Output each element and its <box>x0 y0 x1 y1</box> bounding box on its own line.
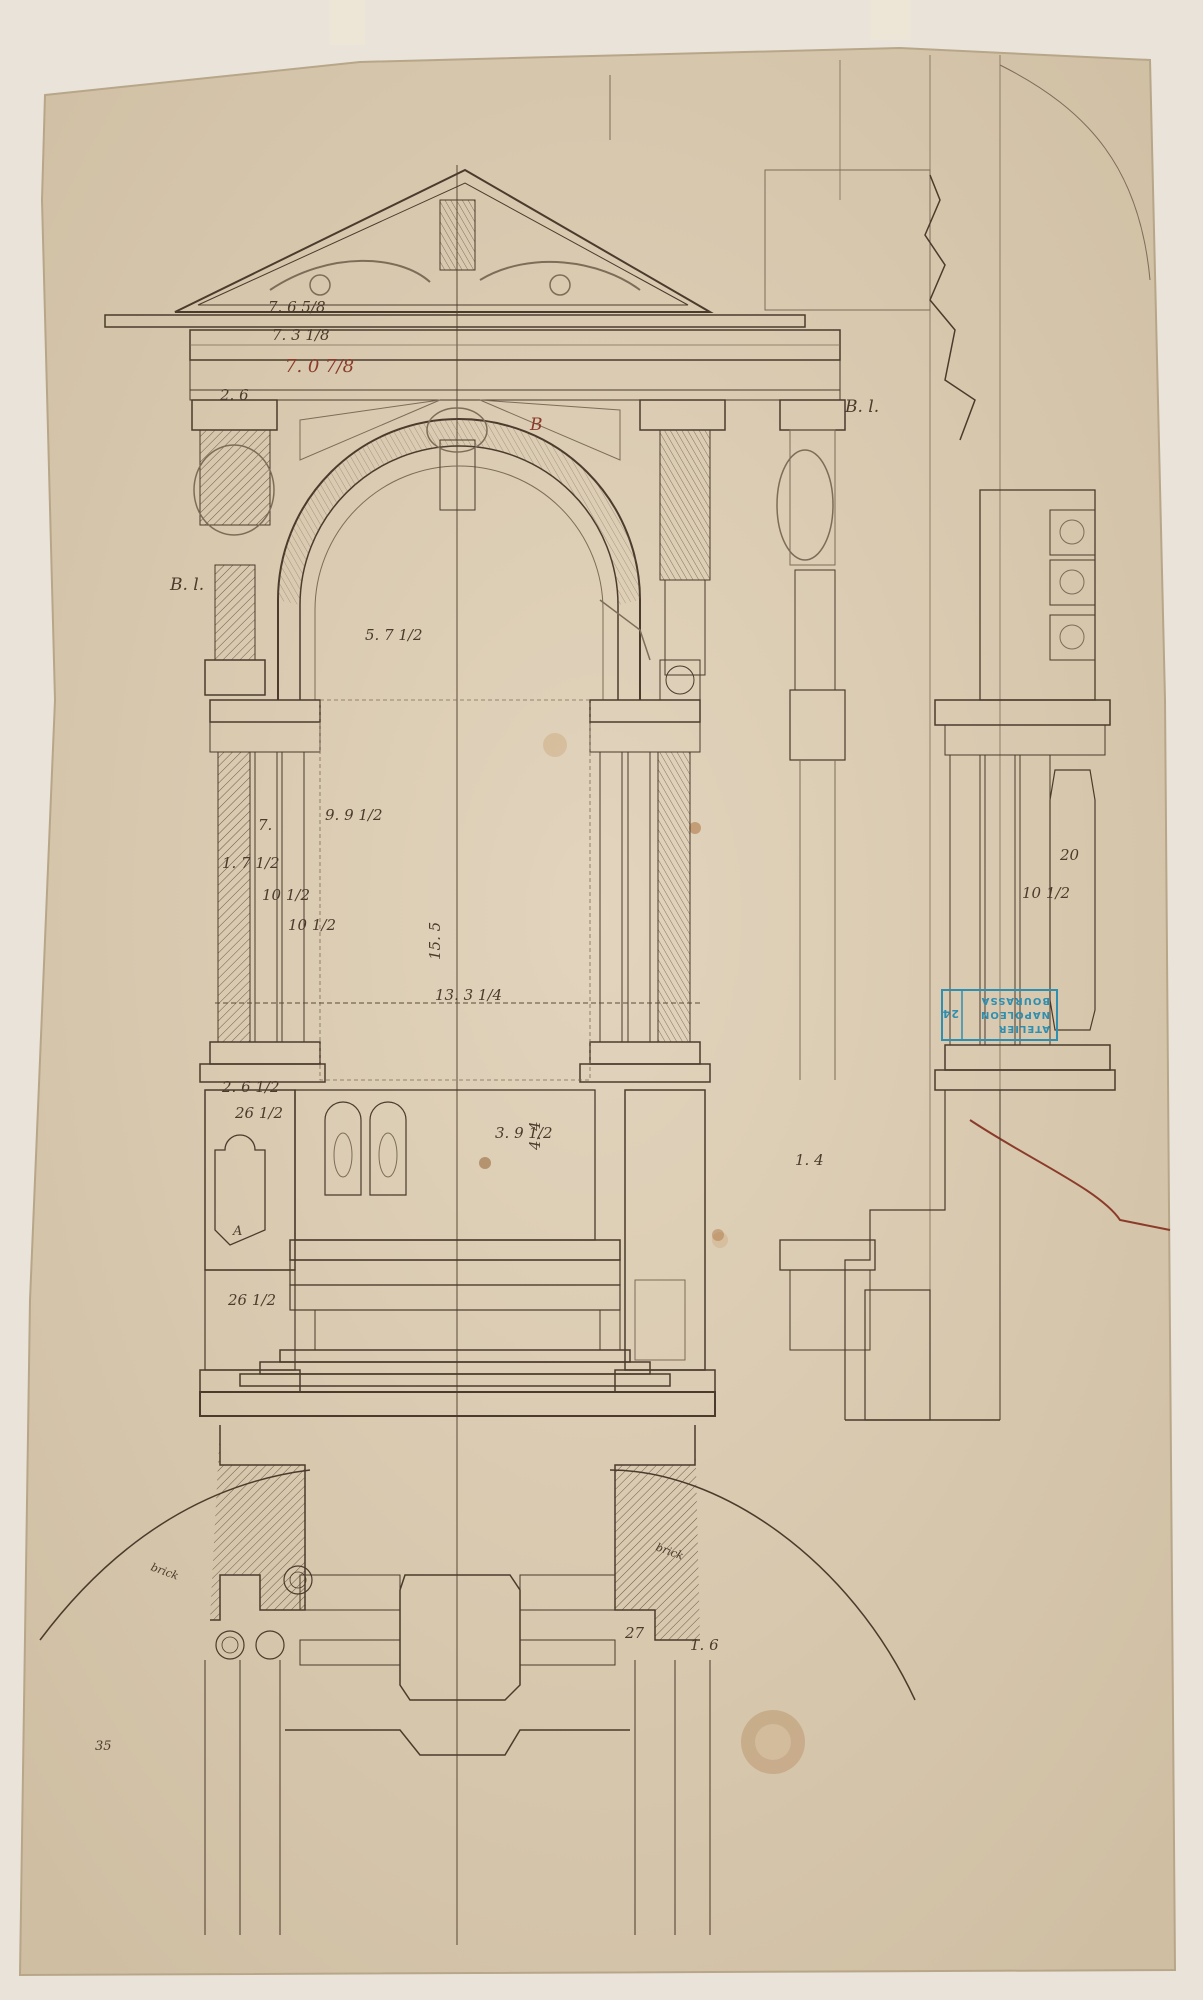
dim-shaft-width-b: 10 1/2 <box>262 886 310 904</box>
marker-b: B <box>529 415 543 435</box>
dim-opening-width: 9. 9 1/2 <box>325 806 383 824</box>
stain <box>712 1229 724 1241</box>
dim-total-width: 13. 3 1/4 <box>435 986 502 1004</box>
label-bl-left: B. l. <box>169 575 204 595</box>
dim-pediment-width: 7. 6 5/8 <box>268 298 326 316</box>
dim-arch-span: 5. 7 1/2 <box>365 626 423 644</box>
stamp-line-3: BOURASSA <box>981 995 1050 1006</box>
dim-shaft-width-a: 1. 7 1/2 <box>222 854 280 872</box>
left-main-columns <box>199 699 326 1083</box>
central-opening <box>319 699 591 1081</box>
right-pedestal <box>614 1089 716 1393</box>
atelier-stamp: ATELIER NAPOLEON BOURASSA 24 <box>941 989 1058 1041</box>
dim-pedestal-width: 26 1/2 <box>234 1104 283 1122</box>
entablature <box>189 329 841 401</box>
dim-base-width: 2. 6 1/2 <box>221 1078 280 1096</box>
stain <box>755 1724 791 1760</box>
tape-mark <box>330 0 365 45</box>
dim-cornice-width: 7. 3 1/8 <box>272 326 330 344</box>
pediment <box>104 168 806 328</box>
stamp-line-2: NAPOLEON <box>980 1009 1050 1020</box>
dim-right-a: 20 <box>1059 846 1080 864</box>
dim-shaft-width-c: 10 1/2 <box>288 916 336 934</box>
red-ink-stroke <box>969 1119 1171 1231</box>
ground-line <box>199 1391 716 1417</box>
dimension-labels: 7. 6 5/8 7. 3 1/8 7. 0 7/8 2. 6 5. 7 1/2… <box>219 298 1080 1654</box>
dim-plan-width-a: 27 <box>624 1624 645 1642</box>
label-bl-right: B. l. <box>844 397 879 417</box>
left-outer-column <box>191 399 278 696</box>
stamp-number: 24 <box>942 1007 959 1020</box>
dim-right-b: 10 1/2 <box>1022 884 1070 902</box>
stain <box>689 822 701 834</box>
stain <box>543 733 567 757</box>
right-main-columns <box>579 689 846 1083</box>
page-number: 35 <box>95 1739 112 1754</box>
marker-a: A <box>232 1224 242 1239</box>
dim-side-label: 1. 4 <box>795 1151 824 1169</box>
dim-altar-width: 3. 9 1/2 <box>495 1124 553 1142</box>
dim-capital-width: 2. 6 <box>219 386 249 404</box>
dim-altar-height: 4. 4 <box>526 1121 544 1151</box>
altar <box>239 1089 671 1387</box>
dim-lower-width: 26 1/2 <box>227 1291 276 1309</box>
floor-plan <box>39 1425 916 1935</box>
dim-column-height: 7. <box>258 816 272 834</box>
right-upper-columns <box>599 399 846 701</box>
dim-plan-width-b: 1. 6 <box>690 1636 719 1654</box>
stain <box>479 1157 491 1169</box>
dim-frieze-width: 7. 0 7/8 <box>285 356 354 377</box>
dim-nave-height: 15. 5 <box>426 922 444 960</box>
tape-mark <box>870 0 910 40</box>
stamp-line-1: ATELIER <box>998 1023 1050 1034</box>
arch <box>277 399 641 700</box>
side-elevation <box>764 169 1116 1421</box>
